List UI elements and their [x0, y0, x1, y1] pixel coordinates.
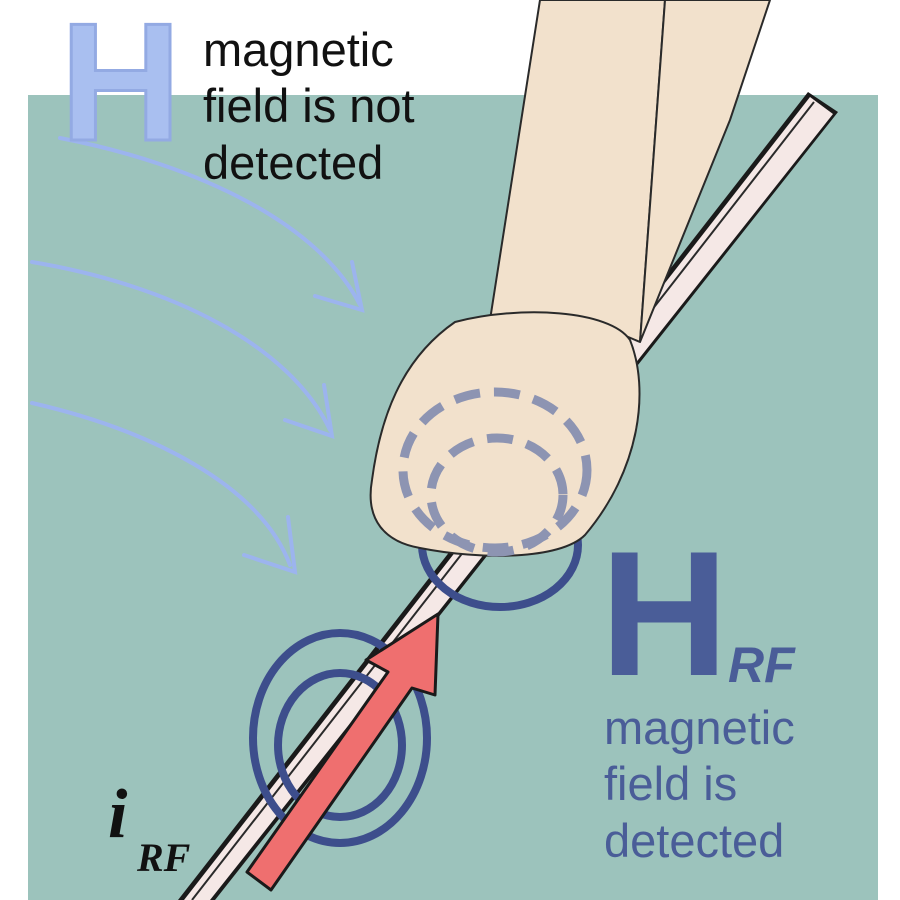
concentric-ring-icon — [249, 629, 431, 847]
concentric-ring-icon — [426, 433, 568, 557]
concentric-ring-icon — [274, 669, 406, 821]
hrf-caption: magnetic field is detected — [604, 701, 795, 867]
hrf-symbol: H — [600, 514, 729, 713]
h-symbol: H — [58, 0, 182, 176]
field-rings-lower — [249, 629, 431, 847]
curved-arrow-icon — [283, 383, 335, 439]
dashed-field-rings — [398, 387, 592, 557]
incoming-field-arrows — [30, 136, 365, 575]
current-arrow — [245, 612, 440, 892]
h-caption: magnetic field is not detected — [203, 23, 415, 189]
curved-arrow-icon — [58, 136, 362, 307]
straight-arrow-icon — [245, 612, 440, 892]
irf-symbol: i — [108, 776, 128, 853]
hrf-subscript: RF — [728, 637, 795, 693]
curved-arrow-icon — [30, 260, 332, 432]
curved-arrow-icon — [242, 515, 298, 575]
irf-subscript: RF — [137, 835, 191, 880]
curved-arrow-icon — [313, 260, 365, 313]
curved-arrow-icon — [30, 401, 292, 567]
